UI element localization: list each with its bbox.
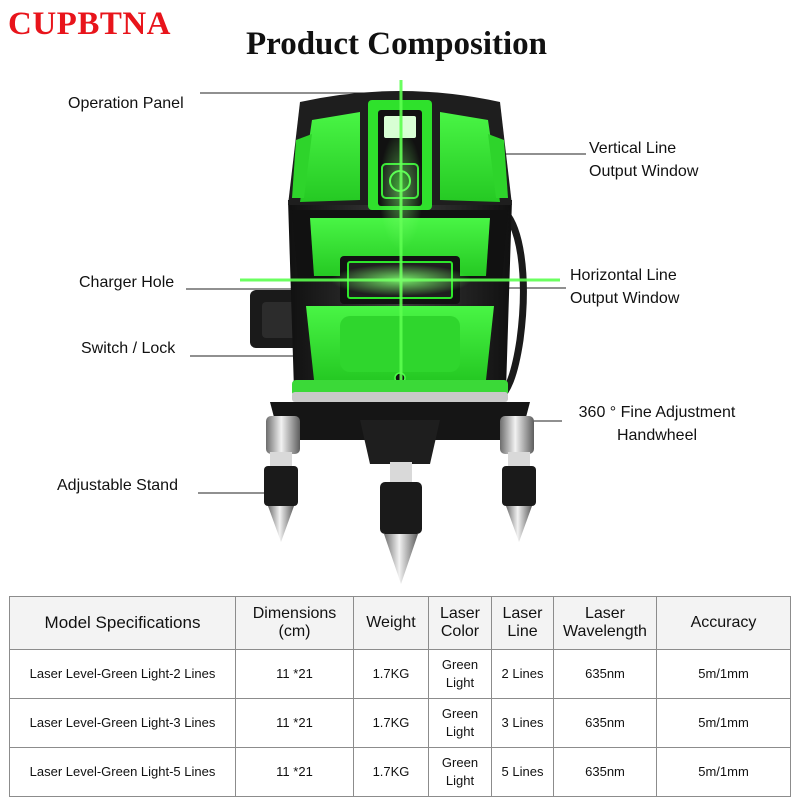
callout-operation-panel: Operation Panel	[68, 95, 184, 112]
cell-wavelength: 635nm	[553, 747, 657, 797]
callout-vertical-line-output: Vertical Line Output Window	[589, 137, 698, 183]
header-dimensions: Dimensions(cm)	[235, 596, 354, 650]
product-illustration: Operation Panel Charger Hole Switch / Lo…	[0, 80, 800, 590]
cell-accuracy: 5m/1mm	[656, 698, 791, 748]
header-accuracy: Accuracy	[656, 596, 791, 650]
callout-vertical-line-line2: Output Window	[589, 163, 699, 180]
cell-weight: 1.7KG	[353, 649, 429, 699]
table-row: Laser Level-Green Light-2 Lines 11 *21 1…	[9, 649, 791, 699]
cell-weight: 1.7KG	[353, 698, 429, 748]
callout-horizontal-line-line1: Horizontal Line	[570, 267, 677, 284]
brand-logo: CUPBTNA	[8, 6, 172, 42]
callout-horizontal-line-output: Horizontal Line Output Window	[570, 264, 679, 310]
callout-adjustable-stand: Adjustable Stand	[57, 477, 178, 494]
spec-table: Model Specifications Dimensions(cm) Weig…	[9, 596, 791, 797]
table-row: Laser Level-Green Light-3 Lines 11 *21 1…	[9, 698, 791, 748]
callout-switch-lock: Switch / Lock	[81, 340, 176, 357]
cell-dimensions: 11 *21	[235, 649, 354, 699]
callout-fine-adjustment-line1: 360 ° Fine Adjustment	[578, 404, 736, 421]
page-title: Product Composition	[246, 26, 547, 62]
callout-fine-adjustment: 360 ° Fine Adjustment Handwheel	[566, 401, 748, 447]
callout-charger-hole: Charger Hole	[79, 274, 175, 291]
laser-level-device-image	[186, 80, 586, 584]
cell-dimensions: 11 *21	[235, 747, 354, 797]
cell-accuracy: 5m/1mm	[656, 747, 791, 797]
callout-horizontal-line-line2: Output Window	[570, 290, 680, 307]
cell-dimensions: 11 *21	[235, 698, 354, 748]
header-model-specifications: Model Specifications	[9, 596, 236, 650]
cell-model: Laser Level-Green Light-3 Lines	[9, 698, 236, 748]
header-weight: Weight	[353, 596, 429, 650]
cell-laser-line: 5 Lines	[491, 747, 554, 797]
cell-model: Laser Level-Green Light-5 Lines	[9, 747, 236, 797]
cell-wavelength: 635nm	[553, 698, 657, 748]
cell-weight: 1.7KG	[353, 747, 429, 797]
spec-table-header-row: Model Specifications Dimensions(cm) Weig…	[9, 596, 791, 650]
table-row: Laser Level-Green Light-5 Lines 11 *21 1…	[9, 747, 791, 797]
cell-laser-line: 3 Lines	[491, 698, 554, 748]
cell-accuracy: 5m/1mm	[656, 649, 791, 699]
callout-vertical-line-line1: Vertical Line	[589, 140, 677, 157]
callout-fine-adjustment-line2: Handwheel	[616, 427, 698, 444]
adjustable-stand-legs	[264, 452, 536, 584]
cell-wavelength: 635nm	[553, 649, 657, 699]
cell-model: Laser Level-Green Light-2 Lines	[9, 649, 236, 699]
cell-laser-line: 2 Lines	[491, 649, 554, 699]
